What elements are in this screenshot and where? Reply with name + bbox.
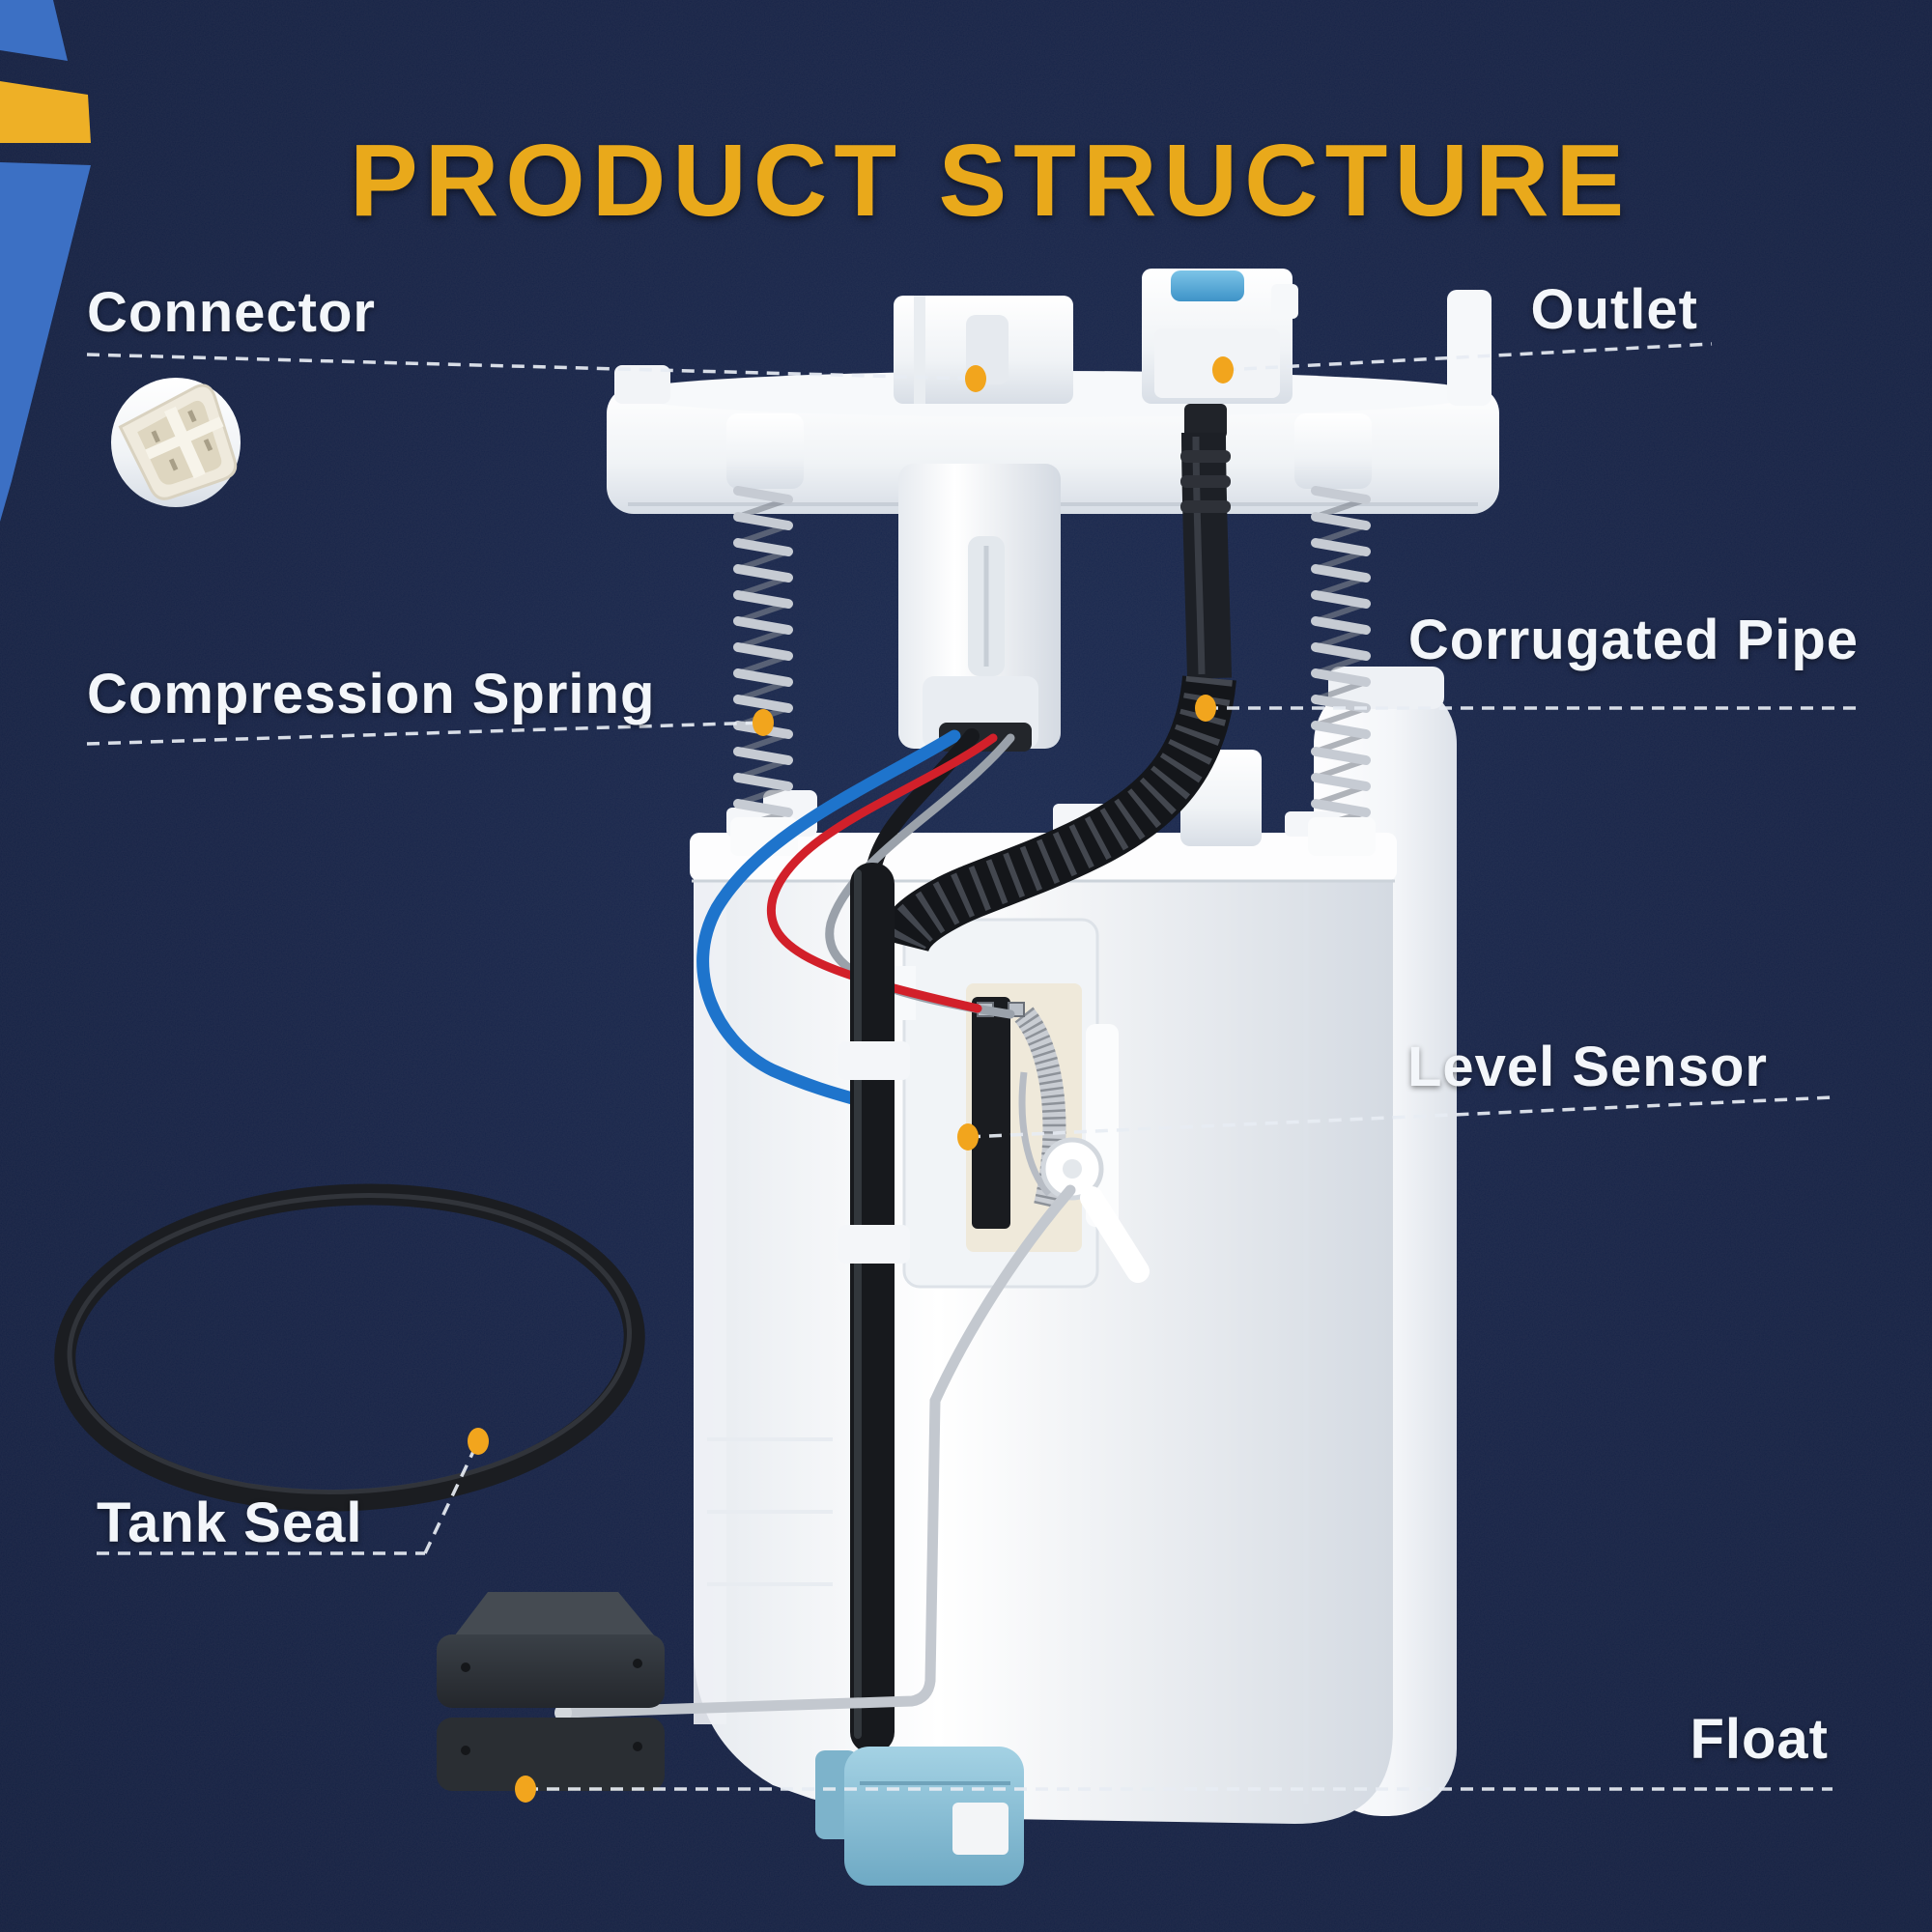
fuel-tube [838,863,910,1753]
label-level-sensor: Level Sensor [1406,1036,1768,1098]
strainer-tab [952,1803,1009,1855]
callout-dot-float [515,1776,536,1803]
callout-dot-connector [965,365,986,392]
ribbon-blue-wedge [0,162,91,522]
spring-post-right [1294,413,1372,489]
sensor-trace-hatch [1014,1007,1066,1208]
pump-column [898,464,1061,752]
connector-closeup [111,378,241,507]
float-top-face [454,1592,655,1636]
flange-right-bracket [1447,290,1492,406]
sender-rod [557,1184,1076,1719]
fuel-strainer [815,1747,1024,1886]
sensor-arm [1080,1186,1150,1283]
float-screw [633,1742,642,1751]
fuel-pump-module [437,269,1499,1886]
label-corrugated-pipe: Corrugated Pipe [1407,609,1859,671]
reservoir-ribs [707,1437,833,1586]
label-float: Float [1690,1708,1829,1771]
leader-level-sensor [967,1095,1834,1139]
fuel-tube-sheen [854,869,862,1739]
ribbon-yellow [0,81,91,143]
sensor-wiper [1018,1071,1052,1197]
sender-rod-tip [554,1704,572,1721]
float-lower-slab [437,1718,665,1791]
callout-dot-outlet [1212,356,1234,384]
tube-clip [838,1225,910,1264]
compression-spring-right [1311,486,1371,838]
label-compression-spring: Compression Spring [87,663,656,725]
pipe-ring [1180,500,1231,513]
outlet-nub [1271,284,1298,319]
float [437,1592,665,1791]
spring-post-left [726,413,804,489]
page-title: PRODUCT STRUCTURE [350,124,1632,238]
spring-socket-right [1308,817,1376,856]
leader-compression-spring [86,721,764,746]
connector-pin [168,458,179,471]
label-tank-seal: Tank Seal [97,1492,363,1554]
callout-dot-tank-seal [468,1428,489,1455]
level-sensor [893,918,1150,1289]
callout-dot-level-sensor [957,1123,979,1151]
connector-pin [187,410,197,423]
sensor-pivot-center [1063,1159,1082,1179]
label-outlet: Outlet [1530,278,1698,341]
callout-dot-corrugated-pipe [1195,695,1216,722]
pipe-ring [1180,475,1231,488]
float-screw [461,1746,470,1755]
ribbon-blue-top [0,0,68,61]
callout-dots [468,356,1234,1803]
leader-outlet [1222,342,1713,372]
float-screw [633,1659,642,1668]
wire-blue [696,729,961,1106]
connector-pin [151,430,160,443]
flange-left-tab [614,365,670,404]
outlet-cap-blue [1171,270,1244,301]
pipe-ribs [879,675,1233,952]
fuel-outlet [1142,269,1298,404]
connector-divider-v [163,406,206,479]
corrugated-pipe [875,404,1236,953]
tank-seal-oring [54,1183,645,1512]
label-connector: Connector [87,281,376,344]
tube-clip [838,1041,910,1080]
float-screw [461,1662,470,1672]
callout-dot-compression-spring [753,709,774,736]
connector-pin [203,439,213,452]
connector-ridge [914,296,925,404]
float-upper-slab [437,1634,665,1708]
corner-ribbon-decoration [0,0,91,522]
pipe-ring [1180,450,1231,463]
leader-lines [86,342,1858,1791]
sensor-resistor-strip [972,997,1010,1229]
pipe-adapter [1184,404,1227,439]
